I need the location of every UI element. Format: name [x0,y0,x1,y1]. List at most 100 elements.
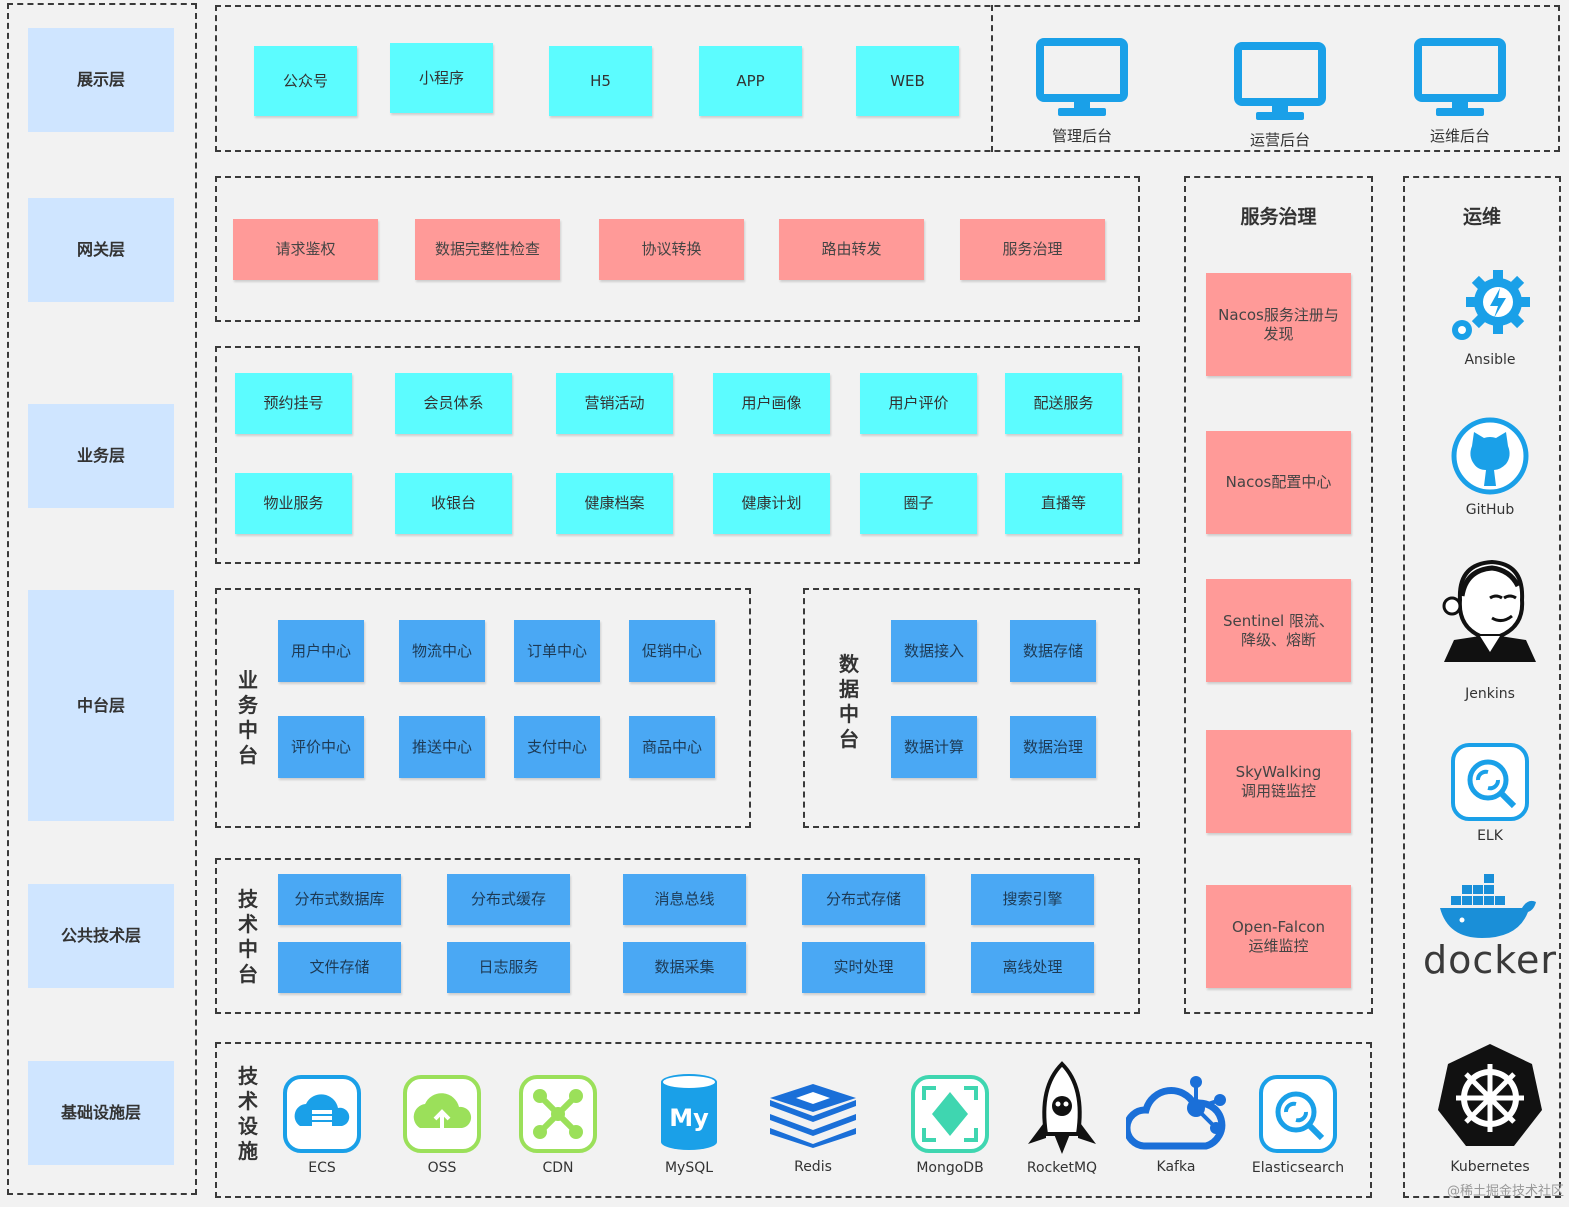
cdn-icon [519,1075,597,1153]
console-devops-label: 运维后台 [1429,127,1490,145]
elasticsearch-icon [1259,1075,1337,1153]
gateway-auth: 请求鉴权 [233,219,378,280]
gateway-protocol-convert: 协议转换 [599,219,744,280]
business-middle-item: 推送中心 [399,716,485,778]
business-middle-item: 物流中心 [399,620,485,682]
infra-mongodb-label: MongoDB [916,1160,984,1176]
kafka-icon [1126,1076,1226,1150]
governance-frame [1184,176,1373,1014]
tech-middle-item: 日志服务 [447,942,570,993]
ansible-icon [1452,270,1530,340]
governance-item: Sentinel 限流、 降级、熔断 [1206,579,1351,682]
business-item: 用户画像 [713,373,830,434]
elk-icon [1451,743,1529,821]
tech-middle-item: 离线处理 [971,942,1094,993]
ops-ansible-label: Ansible [1464,352,1516,368]
business-item: 健康计划 [713,473,830,534]
business-frame [215,346,1140,564]
tech-middle-item: 搜索引擎 [971,874,1094,925]
layer-presentation: 展示层 [28,28,174,132]
monitor-icon [1414,38,1506,116]
ops-title: 运维 [1462,206,1501,228]
business-middle-item: 用户中心 [278,620,364,682]
ops-jenkins-label: Jenkins [1465,686,1515,702]
business-middle-frame [215,588,751,828]
governance-title: 服务治理 [1240,206,1317,228]
business-item: 健康档案 [556,473,673,534]
monitor-icon [1036,38,1128,116]
layer-gateway: 网关层 [28,198,174,302]
governance-item: Open-Falcon 运维监控 [1206,885,1351,988]
infra-redis-label: Redis [794,1159,832,1175]
gateway-governance: 服务治理 [960,219,1105,280]
business-middle-item: 评价中心 [278,716,364,778]
business-item: 物业服务 [235,473,352,534]
ops-docker-label: docker [1423,938,1557,982]
layer-infrastructure: 基础设施层 [28,1061,174,1165]
console-operation-label: 运营后台 [1249,131,1310,149]
tech-middle-frame [215,858,1140,1014]
business-item: 直播等 [1005,473,1122,534]
infra-rocketmq-label: RocketMQ [1026,1160,1098,1176]
mongodb-icon [911,1075,989,1153]
infra-elasticsearch-label: Elasticsearch [1251,1160,1345,1176]
svg-text:My: My [669,1104,709,1132]
governance-item: Nacos服务注册与 发现 [1206,273,1351,376]
jenkins-icon [1442,559,1536,662]
data-middle-frame [803,588,1140,828]
ops-github-label: GitHub [1465,502,1515,518]
layer-business: 业务层 [28,404,174,508]
monitor-icon [1234,42,1326,120]
governance-item: Nacos配置中心 [1206,431,1351,534]
presentation-divider [991,5,993,152]
business-item: 会员体系 [395,373,512,434]
data-middle-label: 数据中台 [839,652,859,751]
data-middle-item: 数据计算 [891,716,977,778]
channel-wechat-official: 公众号 [254,46,357,116]
watermark: @稀土掘金技术社区 [1446,1184,1564,1199]
tech-middle-item: 实时处理 [802,942,925,993]
ecs-icon [283,1075,361,1153]
channel-mini-program: 小程序 [390,43,493,113]
ops-elk-label: ELK [1477,828,1503,844]
business-item: 配送服务 [1005,373,1122,434]
infra-oss-label: OSS [427,1160,457,1176]
redis-icon [770,1084,856,1148]
business-middle-item: 促销中心 [629,620,715,682]
gateway-frame [215,176,1140,322]
data-middle-item: 数据接入 [891,620,977,682]
infra-label: 技术设施 [238,1064,258,1163]
ops-kubernetes-label: Kubernetes [1450,1159,1530,1175]
layer-column [7,3,197,1195]
tech-middle-item: 分布式数据库 [278,874,401,925]
console-admin-label: 管理后台 [1051,127,1112,145]
channel-h5: H5 [549,46,652,116]
business-middle-label: 业务中台 [238,668,258,767]
infra-cdn-label: CDN [542,1160,574,1176]
github-icon [1451,417,1529,495]
infra-frame [215,1042,1372,1198]
business-item: 预约挂号 [235,373,352,434]
business-item: 用户评价 [860,373,977,434]
infra-mysql-label: MySQL [664,1160,714,1176]
business-middle-item: 商品中心 [629,716,715,778]
tech-middle-label: 技术中台 [238,887,258,986]
gateway-routing: 路由转发 [779,219,924,280]
layer-common-tech: 公共技术层 [28,884,174,988]
infra-kafka-label: Kafka [1156,1159,1196,1175]
business-item: 营销活动 [556,373,673,434]
mysql-icon: My [661,1074,717,1150]
business-item: 收银台 [395,473,512,534]
oss-icon [403,1075,481,1153]
business-middle-item: 订单中心 [514,620,600,682]
tech-middle-item: 文件存储 [278,942,401,993]
channel-app: APP [699,46,802,116]
docker-icon [1440,874,1536,938]
presentation-frame [215,5,1560,152]
business-item: 圈子 [860,473,977,534]
governance-item: SkyWalking 调用链监控 [1206,730,1351,833]
layer-middle: 中台层 [28,590,174,821]
tech-middle-item: 消息总线 [623,874,746,925]
kubernetes-icon [1438,1044,1542,1146]
business-middle-item: 支付中心 [514,716,600,778]
